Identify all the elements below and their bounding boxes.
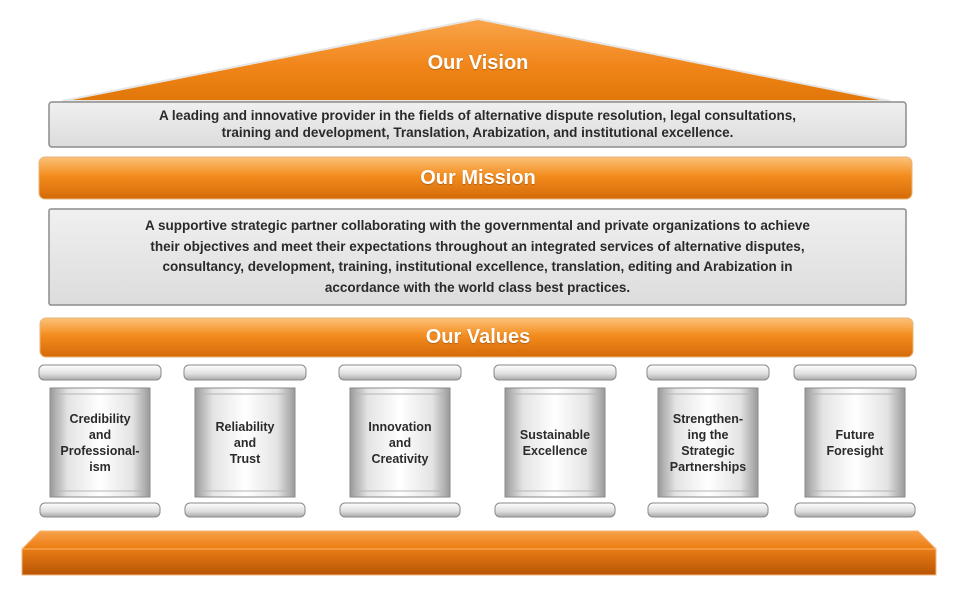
pillar-label-line: Foresight [826,443,884,458]
mission-text-line-3: consultancy, development, training, inst… [162,259,793,274]
pillar-label-line: Strengthen- [672,411,744,426]
pillar-label-line: Sustainable [519,427,591,442]
pillar-base [339,502,461,518]
value-pillar-3 [338,364,462,518]
pillar-label-line: Partnerships [669,459,747,474]
pillar-capital [338,364,462,381]
pillar-shaft [504,387,606,498]
value-pillar-4 [493,364,617,518]
pillar-shaft [194,387,296,498]
pillar-capital [38,364,162,381]
pillar-shaft [349,387,451,498]
pillar-shaft [49,387,151,498]
mission-text-line-2: their objectives and meet their expectat… [150,238,805,254]
pillar-label-line: and [388,435,412,450]
pillar-base [494,502,616,518]
pillar-base [184,502,306,518]
pillar-inset [55,393,145,492]
pillar-label-line: Professional- [60,443,140,458]
pillar-label-line: Future [835,427,875,442]
values-title: Our Values [425,326,531,348]
pillar-inset [663,393,753,492]
pillar-label-line: ing the [687,427,729,442]
pillar-inset [510,393,600,492]
mission-text-line-4: accordance with the world class best pra… [324,279,631,295]
vision-text: A leading and innovative provider in the… [55,107,900,141]
pillar-inset [200,393,290,492]
pillar-label-line: Reliability [215,419,275,434]
pillar-shaft [804,387,906,498]
pillar-label-line: and [233,435,257,450]
pillar-label-line: Credibility [69,411,131,426]
pillar-group [38,364,917,518]
pillar-label-line: Trust [229,451,261,466]
temple-base [21,530,937,576]
pillar-base [39,502,161,518]
pillar-shaft [657,387,759,498]
pillar-capital [793,364,917,381]
value-pillar-6 [793,364,917,518]
pillar-capital [493,364,617,381]
pillar-capital [646,364,770,381]
pillar-base [647,502,769,518]
pillar-inset [355,393,445,492]
vision-title: Our Vision [427,52,529,74]
mission-bar [38,156,913,200]
pillar-inset [810,393,900,492]
value-pillar-2 [183,364,307,518]
vision-text-line-2: training and development, Translation, A… [221,125,734,140]
pillar-label-line: Excellence [522,443,588,458]
vision-text-line-1: A leading and innovative provider in the… [158,108,797,123]
pillar-label-line: Innovation [368,419,432,434]
value-pillar-1 [38,364,162,518]
mission-text-line-1: A supportive strategic partner collabora… [145,218,810,233]
pillar-label-line: Creativity [371,451,429,466]
vision-panel [48,101,907,148]
pillar-label-line: and [88,427,112,442]
mission-panel [48,208,907,306]
pillar-capital [183,364,307,381]
mission-text: A supportive strategic partner collabora… [55,216,900,298]
pillar-label-line: ism [89,459,111,474]
vision-roof [61,17,891,102]
values-bar [39,317,914,358]
pillar-base [794,502,916,518]
mission-title: Our Mission [420,167,536,189]
value-pillar-5 [646,364,770,518]
pillar-label-line: Strategic [681,443,735,458]
